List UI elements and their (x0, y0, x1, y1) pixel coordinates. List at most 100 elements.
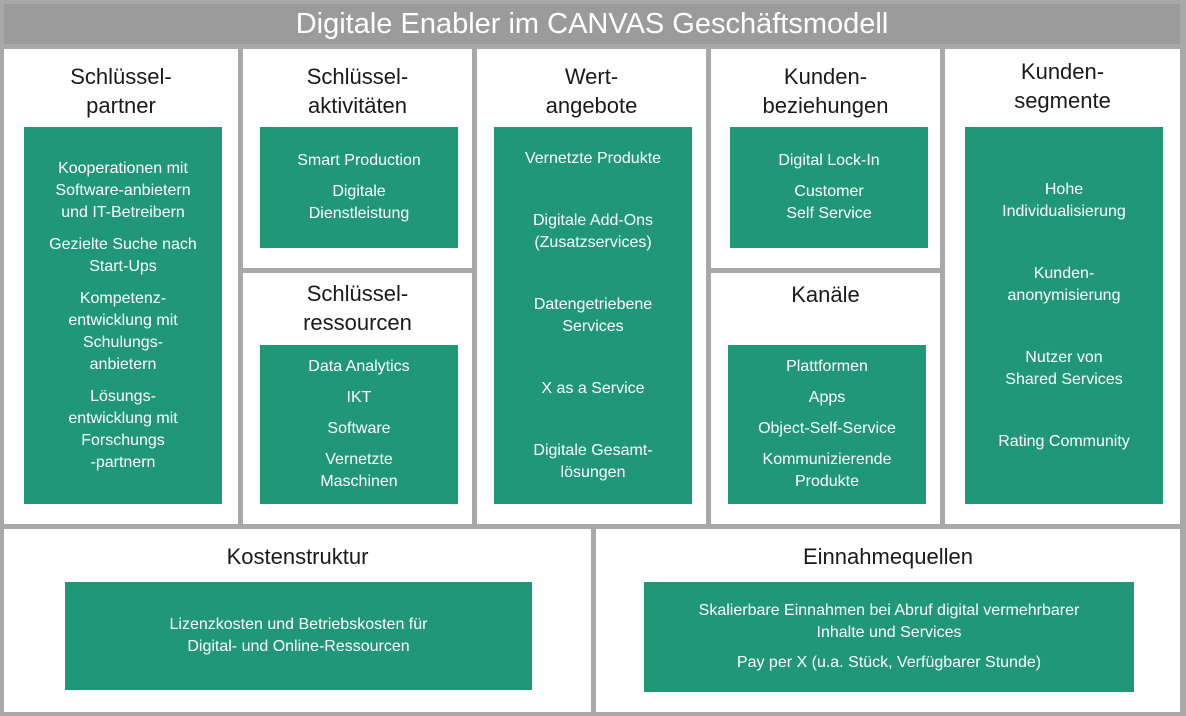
item-line: Individualisierung (1002, 202, 1126, 220)
heading-line: Schlüssel- (306, 64, 409, 89)
list-item: Data Analytics (308, 356, 409, 378)
item-line: Gezielte Suche nach (49, 235, 197, 253)
item-line: Start-Ups (89, 257, 157, 275)
list-item: Digitale Gesamt-lösungen (533, 440, 652, 484)
item-line: Apps (808, 389, 846, 406)
item-line: Plattformen (786, 358, 868, 375)
item-line: Nutzer von (1025, 348, 1103, 366)
item-line: Kompetenz- (79, 289, 167, 307)
list-item: Rating Community (998, 431, 1130, 453)
list-item: Smart Production (297, 150, 421, 172)
item-line: Customer (794, 183, 864, 200)
heading-line: partner (86, 93, 156, 118)
heading-line: Schlüssel- (306, 281, 409, 306)
item-line: Digitale (332, 183, 386, 200)
list-item: Pay per X (u.a. Stück, Verfügbarer Stund… (737, 652, 1041, 674)
item-line: X as a Service (541, 379, 645, 397)
list-item: Kunden-anonymisierung (1008, 263, 1121, 307)
item-line: IKT (346, 389, 372, 406)
heading-line: Kanäle (791, 282, 860, 307)
section-heading: Kanäle (711, 280, 940, 309)
section-heading: Schlüssel-partner (4, 62, 238, 120)
item-line: Lösungs- (90, 387, 156, 405)
list-item: Skalierbare Einnahmen bei Abruf digital … (699, 600, 1080, 644)
item-line: -partnern (90, 453, 156, 471)
section-heading: Schlüssel-ressourcen (243, 279, 472, 337)
item-line: anonymisierung (1007, 286, 1121, 304)
item-line: (Zusatzservices) (534, 233, 652, 251)
section-heading: Kunden-beziehungen (711, 62, 940, 120)
heading-line: Kunden- (1020, 59, 1105, 84)
item-line: Object-Self-Service (758, 420, 896, 437)
item-line: Lizenzkosten und Betriebskosten für (169, 616, 428, 633)
heading-line: ressourcen (303, 310, 412, 335)
heading-line: Kostenstruktur (226, 544, 369, 569)
item-line: entwicklung mit (68, 311, 178, 329)
list-item: Apps (809, 387, 845, 409)
item-line: Hohe (1044, 180, 1084, 198)
item-line: Kommunizierende (762, 451, 892, 468)
item-line: Smart Production (297, 152, 421, 169)
item-line: Vernetzte Produkte (524, 149, 662, 167)
section-revenue-streams: Einnahmequellen Skalierbare Einnahmen be… (596, 529, 1180, 712)
section-cost-structure: Kostenstruktur Lizenzkosten und Betriebs… (4, 529, 591, 712)
heading-line: angebote (545, 93, 638, 118)
item-line: Maschinen (320, 473, 398, 490)
section-heading: Wert-angebote (477, 62, 706, 120)
item-line: Forschungs (81, 431, 165, 449)
revenue-streams-box: Skalierbare Einnahmen bei Abruf digital … (644, 582, 1134, 692)
heading-line: Wert- (564, 64, 619, 89)
list-item: Digitale Add-Ons (Zusatzservices) (533, 210, 653, 254)
list-item: Object-Self-Service (758, 418, 896, 440)
heading-line: Kunden- (783, 64, 868, 89)
item-line: Digital- und Online-Ressourcen (187, 638, 410, 655)
item-line: Services (562, 317, 624, 335)
list-item: Software (327, 418, 390, 440)
list-item: IKT (347, 387, 372, 409)
item-line: Shared Services (1005, 370, 1123, 388)
item-line: Schulungs- (82, 333, 164, 351)
heading-line: Einnahmequellen (802, 544, 974, 569)
heading-line: aktivitäten (307, 93, 408, 118)
item-line: Datengetriebene (533, 295, 653, 313)
item-line: Self Service (786, 205, 872, 222)
section-heading: Kostenstruktur (4, 542, 591, 571)
list-item: Vernetzte Produkte (525, 148, 661, 170)
heading-line: segmente (1014, 88, 1111, 113)
section-heading: Einnahmequellen (596, 542, 1180, 571)
item-line: Vernetzte (325, 451, 393, 468)
item-line: Produkte (794, 473, 860, 490)
item-line: Digitale Add-Ons (532, 211, 654, 229)
section-heading: Kunden-segmente (945, 57, 1180, 115)
page-title: Digitale Enabler im CANVAS Geschäftsmode… (4, 4, 1180, 44)
list-item: Digital Lock-In (778, 150, 879, 172)
item-line: Pay per X (u.a. Stück, Verfügbarer Stund… (736, 654, 1042, 671)
item-line: Inhalte und Services (816, 624, 962, 641)
item-line: Skalierbare Einnahmen bei Abruf digital … (698, 602, 1080, 619)
item-line: Data Analytics (308, 358, 410, 375)
item-line: Kooperationen mit (58, 159, 188, 177)
